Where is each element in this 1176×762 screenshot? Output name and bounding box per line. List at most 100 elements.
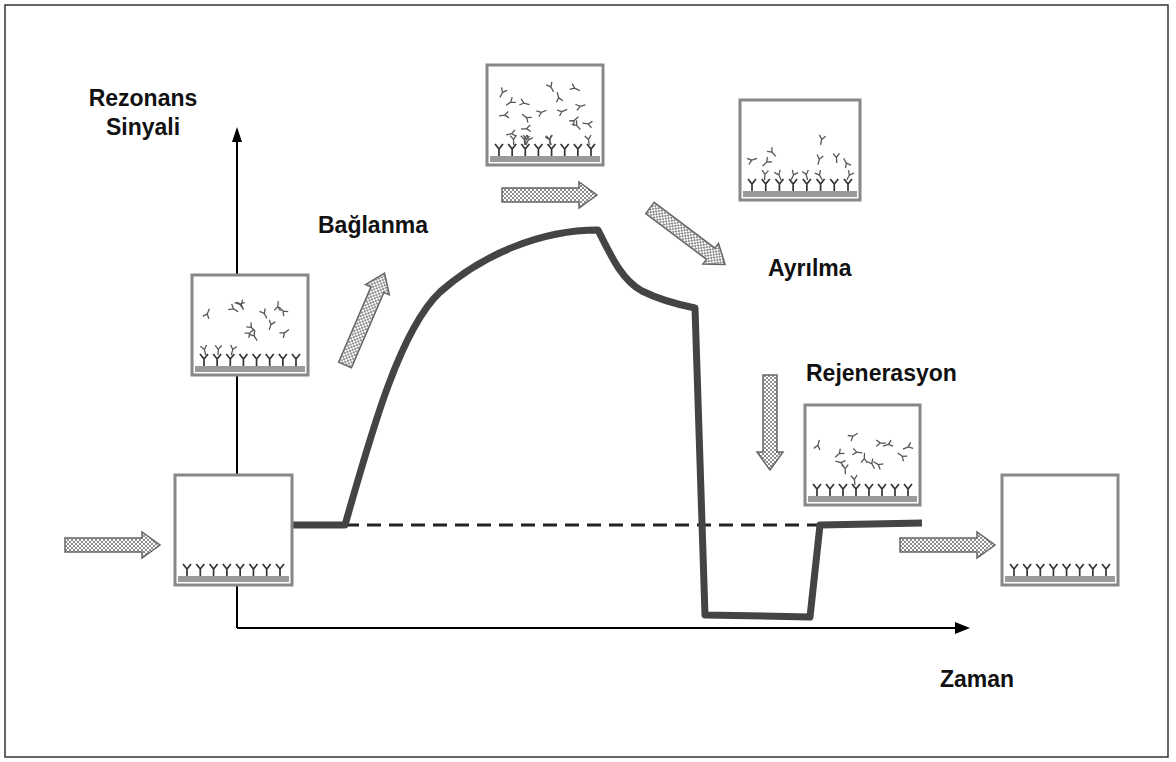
- sensor-surface-box: [1002, 475, 1118, 585]
- ligand-antibody: [1076, 564, 1084, 576]
- bound-analyte: [215, 345, 222, 355]
- sensor-surface-box: [175, 475, 292, 585]
- ligand-antibody: [508, 144, 516, 156]
- phase-label: Ayrılma: [768, 254, 918, 283]
- ligand-antibody: [213, 354, 221, 366]
- ligand-antibody: [1102, 564, 1110, 576]
- ligand-antibody: [521, 144, 529, 156]
- ligand-antibody: [1036, 564, 1044, 576]
- free-analyte: [266, 320, 275, 331]
- bound-analyte: [200, 345, 208, 356]
- bound-analyte: [228, 345, 237, 356]
- bound-analyte: [844, 170, 854, 181]
- ligand-antibody: [253, 354, 261, 366]
- surface-frame: [1002, 475, 1118, 585]
- flow-arrow: [333, 268, 396, 370]
- bound-analyte: [585, 135, 593, 145]
- ligand-antibody: [852, 484, 860, 496]
- free-analyte: [582, 120, 592, 128]
- ligand-antibody: [210, 564, 218, 576]
- sensorgram-curve: [290, 230, 922, 617]
- free-analyte: [569, 114, 580, 125]
- free-analyte: [575, 102, 586, 111]
- flow-arrow: [502, 182, 597, 208]
- ligand-antibody: [196, 564, 204, 576]
- axis-title: Rezonans Sinyali: [58, 84, 228, 142]
- free-analyte: [815, 155, 823, 166]
- ligand-antibody: [826, 484, 834, 496]
- sensor-chip: [490, 156, 600, 162]
- ligand-antibody: [1010, 564, 1018, 576]
- ligand-antibody: [803, 179, 811, 191]
- free-analyte: [237, 300, 247, 311]
- surface-frame: [805, 405, 920, 505]
- free-analyte: [835, 458, 846, 467]
- bound-analyte: [774, 170, 784, 181]
- ligand-antibody: [775, 179, 783, 191]
- sensor-surfaces: [175, 65, 1118, 585]
- ligand-antibody: [1089, 564, 1097, 576]
- bound-analyte: [545, 135, 554, 146]
- sensor-chip: [743, 191, 857, 197]
- free-analyte: [572, 120, 583, 131]
- ligand-antibody: [839, 484, 847, 496]
- ligand-antibody: [183, 564, 191, 576]
- phase-label: Rejenerasyon: [806, 359, 996, 388]
- ligand-antibody: [789, 179, 797, 191]
- free-analyte: [570, 84, 581, 94]
- x-axis: [237, 627, 955, 629]
- free-analyte: [747, 155, 758, 164]
- x-axis-arrowhead: [955, 622, 970, 634]
- bound-analyte: [546, 135, 553, 145]
- free-analyte: [260, 308, 270, 319]
- ligand-antibody: [226, 354, 234, 366]
- free-analyte: [546, 82, 556, 93]
- free-analyte: [814, 439, 823, 450]
- bound-analyte: [510, 135, 517, 145]
- free-analyte: [554, 91, 563, 102]
- free-analyte: [867, 459, 877, 470]
- axis-title: Zaman: [940, 665, 1060, 694]
- ligand-antibody: [200, 354, 208, 366]
- free-analyte: [497, 87, 507, 98]
- flow-arrow: [900, 532, 995, 558]
- surface-frame: [192, 275, 308, 375]
- free-analyte: [817, 135, 825, 146]
- free-analyte: [504, 97, 516, 108]
- sensor-surface-box: [192, 275, 308, 375]
- free-analyte: [249, 331, 260, 343]
- free-analyte: [203, 307, 213, 318]
- free-analyte: [833, 153, 840, 163]
- ligand-antibody: [1063, 564, 1071, 576]
- sensor-chip: [808, 496, 917, 502]
- ligand-antibody: [891, 484, 899, 496]
- free-analyte: [876, 440, 886, 446]
- bound-analyte: [815, 170, 825, 181]
- ligand-antibody: [263, 564, 271, 576]
- ligand-antibody: [1023, 564, 1031, 576]
- free-analyte: [557, 107, 568, 117]
- free-analyte: [896, 450, 908, 461]
- ligand-antibody: [574, 144, 582, 156]
- free-analyte: [274, 301, 281, 311]
- bound-analyte: [788, 170, 798, 181]
- ligand-antibody: [817, 179, 825, 191]
- free-analyte: [228, 304, 240, 314]
- free-analyte: [861, 453, 868, 463]
- ligand-antibody: [249, 564, 257, 576]
- surface-frame: [175, 475, 292, 585]
- free-analyte: [833, 449, 844, 460]
- ligand-antibody: [762, 179, 770, 191]
- ligand-antibody: [904, 484, 912, 496]
- free-analyte: [506, 130, 517, 138]
- free-analyte: [521, 125, 531, 132]
- ligand-antibody: [748, 179, 756, 191]
- free-analyte: [848, 431, 860, 441]
- free-analyte: [520, 112, 532, 123]
- sensor-chip: [178, 576, 289, 582]
- ligand-antibody: [292, 354, 300, 366]
- ligand-antibody: [830, 179, 838, 191]
- ligand-antibody: [279, 354, 287, 366]
- surface-frame: [740, 100, 860, 200]
